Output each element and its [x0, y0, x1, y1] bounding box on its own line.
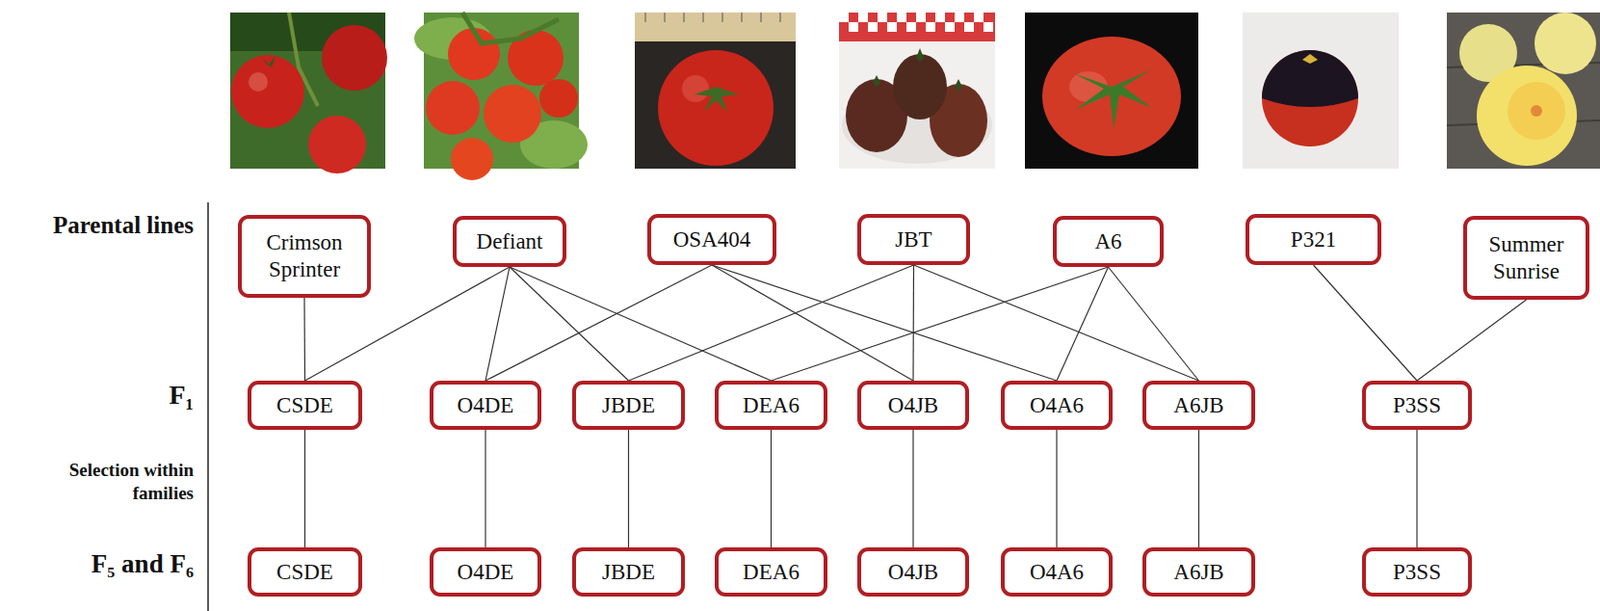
tomato-photo	[414, 12, 588, 181]
f1-box: CSDE	[247, 380, 363, 430]
pedigree-line	[1416, 429, 1417, 548]
f1-box: JBDE	[572, 380, 685, 430]
row-divider	[207, 202, 210, 611]
node-text: O4A6	[1029, 558, 1084, 586]
pedigree-line	[1055, 429, 1057, 548]
pedigree-line	[711, 264, 1057, 381]
f1-box: O4A6	[1000, 380, 1113, 430]
node-text: CSDE	[276, 558, 334, 586]
pedigree-line	[770, 429, 772, 548]
row-label: F₅ and F₆	[10, 548, 194, 581]
tomato-photo	[1242, 12, 1399, 169]
f5-f6-box: JBDE	[572, 547, 685, 597]
node-text: P321	[1290, 226, 1337, 254]
parent-box: P321	[1245, 213, 1382, 265]
parent-box: OSA404	[647, 213, 777, 265]
f5-f6-box: O4A6	[1000, 547, 1113, 597]
pedigree-line	[1056, 266, 1109, 381]
node-text: O4A6	[1029, 392, 1084, 420]
f1-box: A6JB	[1142, 380, 1256, 430]
pedigree-line	[912, 264, 915, 381]
node-text: Summer Sunrise	[1475, 231, 1577, 285]
node-text: A6JB	[1173, 392, 1224, 420]
f5-f6-box: O4JB	[857, 547, 970, 597]
parent-box: Summer Sunrise	[1463, 215, 1590, 300]
node-text: A6JB	[1173, 558, 1224, 586]
tomato-photo	[634, 12, 796, 169]
pedigree-line	[509, 266, 772, 381]
node-text: DEA6	[742, 392, 800, 420]
node-text: JBDE	[602, 392, 656, 420]
row-label: F₁	[135, 377, 194, 412]
pedigree-line	[303, 297, 306, 381]
node-text: JBT	[894, 226, 932, 254]
f5-f6-box: DEA6	[714, 547, 828, 597]
node-text: P3SS	[1392, 392, 1442, 420]
pedigree-line	[304, 429, 306, 548]
tomato-photo	[839, 12, 996, 169]
pedigree-line	[914, 264, 1200, 381]
node-text: JBDE	[602, 558, 656, 586]
pedigree-line	[484, 429, 486, 548]
f1-box: DEA6	[714, 380, 828, 430]
parent-box: JBT	[857, 213, 971, 265]
f1-box: P3SS	[1362, 380, 1472, 430]
node-text: O4JB	[888, 558, 939, 586]
node-text: A6	[1094, 228, 1122, 256]
pedigree-line	[1108, 266, 1200, 381]
node-text: O4JB	[888, 392, 939, 420]
node-text: Crimson Sprinter	[250, 229, 359, 283]
pedigree-line	[628, 429, 630, 548]
f5-f6-box: A6JB	[1142, 547, 1256, 597]
tomato-photo	[1024, 12, 1199, 169]
node-text: CSDE	[276, 392, 334, 420]
node-text: O4DE	[457, 392, 515, 420]
tomato-photo	[1446, 12, 1600, 169]
node-text: OSA404	[673, 226, 752, 254]
parent-box: A6	[1052, 215, 1164, 267]
row-label: Parental lines	[0, 209, 194, 240]
pedigree-line	[771, 266, 1109, 381]
pedigree-line	[485, 264, 712, 381]
pedigree-line	[1198, 429, 1200, 548]
pedigree-line	[1313, 264, 1418, 381]
tomato-photo	[230, 12, 388, 174]
pedigree-line	[629, 264, 915, 381]
node-text: P3SS	[1392, 558, 1442, 586]
node-text: O4DE	[457, 558, 515, 586]
node-text: DEA6	[742, 558, 800, 586]
f5-f6-box: O4DE	[429, 547, 542, 597]
f5-f6-box: P3SS	[1362, 547, 1472, 597]
parent-box: Crimson Sprinter	[237, 214, 371, 298]
f1-box: O4JB	[857, 380, 970, 430]
pedigree-line	[509, 266, 630, 381]
row-label: Selection within families	[25, 458, 194, 505]
f5-f6-box: CSDE	[247, 547, 363, 597]
node-text: Defiant	[476, 228, 544, 256]
pedigree-line	[912, 429, 914, 548]
pedigree-line	[1416, 299, 1527, 381]
parent-box: Defiant	[452, 215, 567, 267]
pedigree-line	[485, 266, 510, 381]
f1-box: O4DE	[429, 380, 542, 430]
